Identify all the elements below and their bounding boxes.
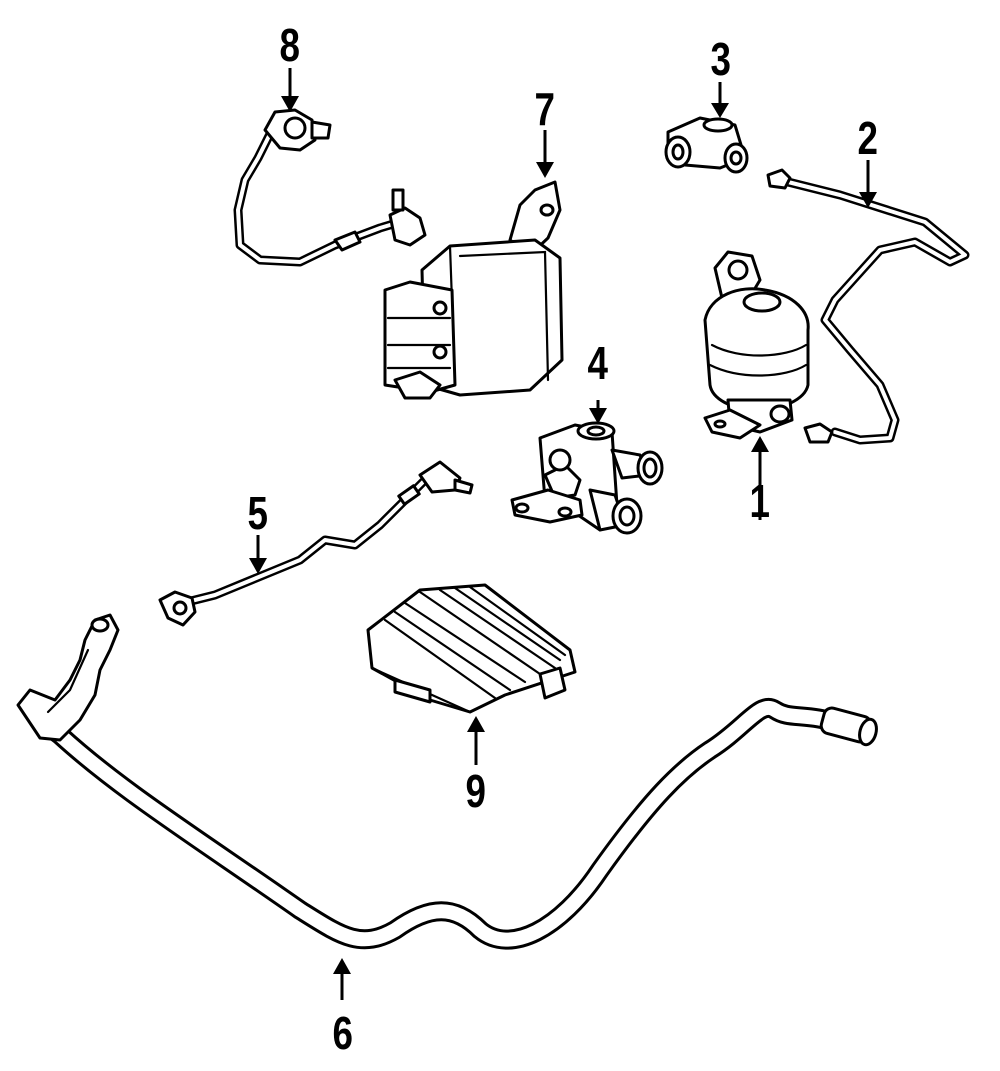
part-7-sensor-unit[interactable]	[383, 180, 564, 400]
callout-2: 2	[857, 112, 879, 164]
callout-3: 3	[710, 33, 732, 85]
callout-9: 9	[465, 765, 487, 817]
part-4-valve-assembly[interactable]	[510, 421, 664, 535]
part-6-stabilizer-bar[interactable]	[16, 613, 879, 950]
part-9-control-module[interactable]	[366, 583, 577, 714]
callout-1: 1	[749, 475, 771, 527]
callout-4: 4	[587, 337, 609, 389]
callout-5: 5	[247, 487, 269, 539]
part-8-height-sensor-link[interactable]	[233, 108, 427, 267]
part-3-tee-fitting[interactable]	[664, 116, 749, 174]
callout-8: 8	[279, 19, 301, 71]
leader-lines	[249, 68, 877, 1000]
part-5-sensor-link[interactable]	[158, 460, 474, 627]
callout-7: 7	[534, 83, 556, 135]
callout-6: 6	[332, 1007, 354, 1059]
part-2-air-line[interactable]	[766, 168, 970, 445]
part-1-air-spring[interactable]	[703, 250, 810, 440]
